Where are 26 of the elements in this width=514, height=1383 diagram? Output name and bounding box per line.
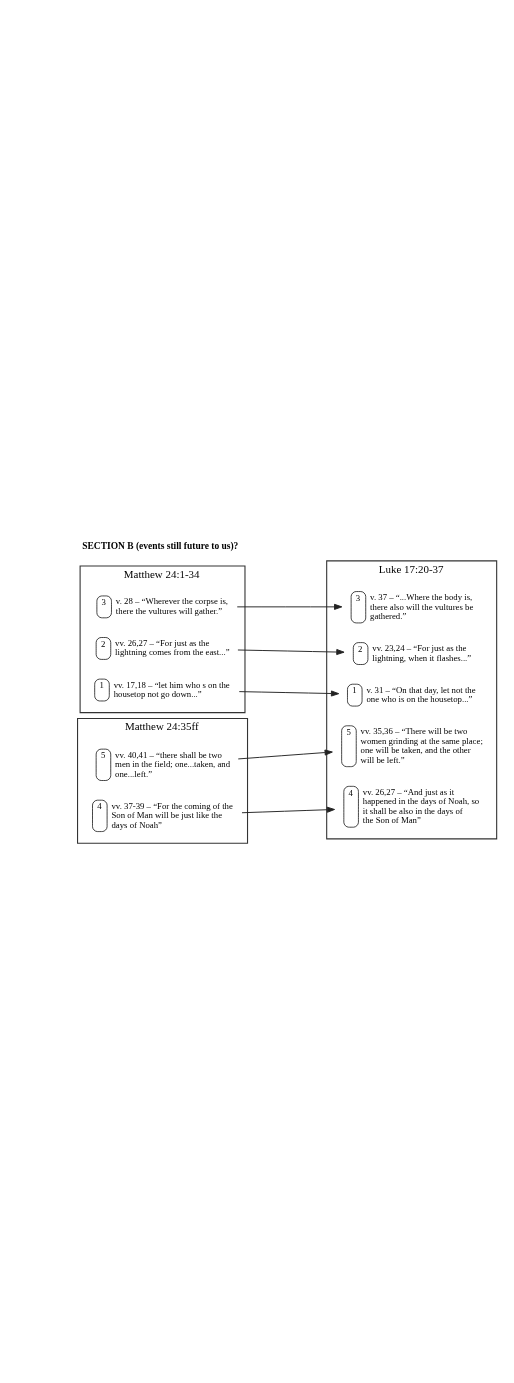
node-box: 5	[95, 748, 112, 781]
node-label: vv. 26,27 – “And just as it happened in the days of Noah, so it shall be also in the days of the Son of Man”	[362, 786, 480, 826]
node-box: 4	[92, 799, 108, 832]
node-box: 4	[343, 785, 359, 828]
arrow	[238, 690, 340, 697]
arrow	[236, 603, 343, 610]
arrow	[237, 749, 333, 760]
node-box: 3	[96, 595, 112, 619]
arrow	[237, 649, 345, 656]
node-box: 3	[350, 591, 367, 624]
node-label: vv. 17,18 – “let him who s on the housetop not go down...”	[113, 679, 230, 700]
node-box: 5	[341, 725, 357, 767]
node-label: vv. 40,41 – “there shall be two men in the field; one...taken, and one...left.”	[115, 749, 231, 779]
node-label: vv. 23,24 – “For just as the lightning, when it flashes...”	[372, 643, 472, 663]
node-box: 1	[94, 678, 110, 702]
node-box: 2	[352, 642, 369, 665]
node-label: vv. 35,36 – “There will be two women grinding at the same place; one will be taken, and the other will be left.”	[360, 726, 483, 765]
node-box: 2	[95, 637, 112, 660]
node-label: v. 37 – “...Where the body is, there also will the vultures be gathered.”	[370, 592, 474, 621]
label: SECTION B (events still future to us)?	[82, 540, 239, 551]
node-label: vv. 26,27 – “For just as the lightning comes from the east...”	[115, 637, 230, 658]
node-label: vv. 37-39 – “For the coming of the Son of Man will be just like the days of Noah”	[111, 800, 233, 830]
node-box: 1	[347, 683, 363, 707]
node-label: v. 31 – “On that day, let not the one who is on the housetop...”	[366, 684, 476, 705]
arrow	[241, 806, 336, 814]
node-label: v. 28 – “Wherever the corpse is, there the vultures will gather.”	[115, 596, 229, 616]
